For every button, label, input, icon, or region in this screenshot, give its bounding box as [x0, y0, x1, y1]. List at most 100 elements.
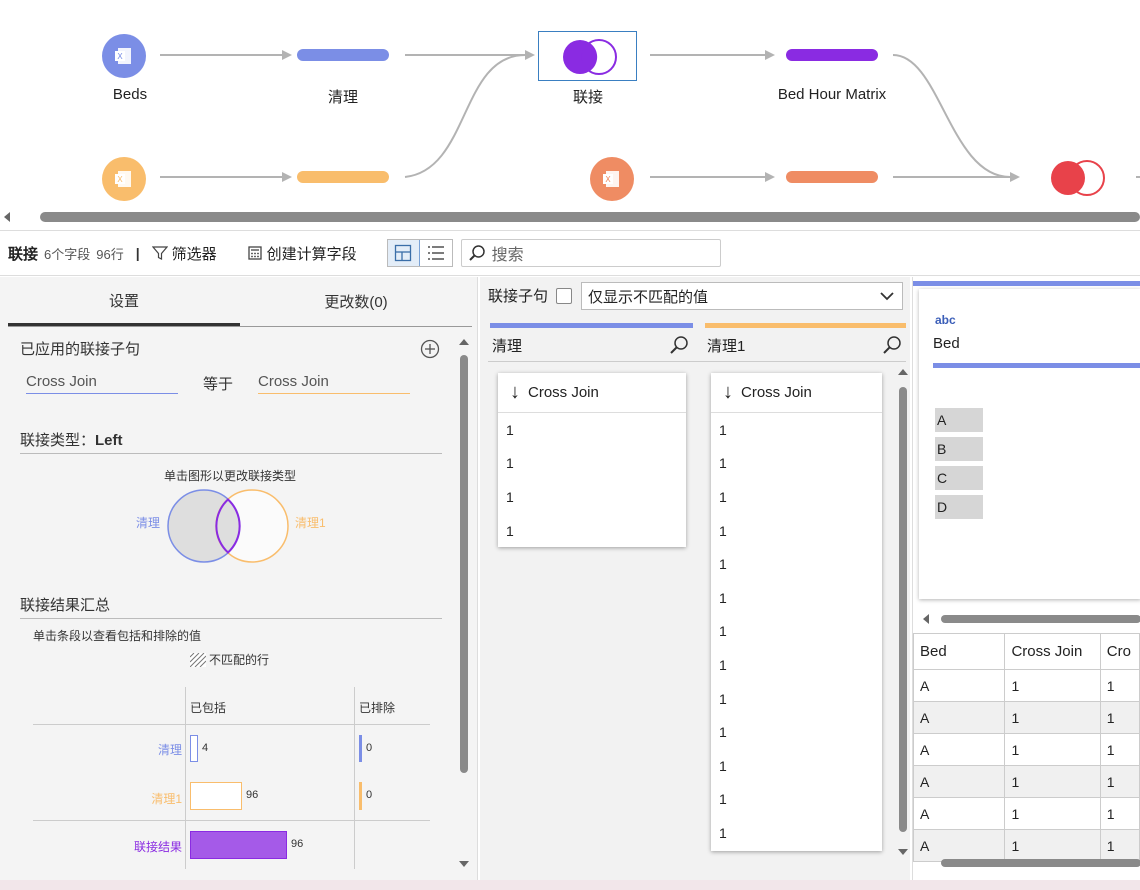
excluded-bar[interactable]	[359, 735, 362, 762]
value-row[interactable]: 1	[506, 455, 514, 472]
scroll-down-arrow[interactable]	[459, 861, 469, 867]
table-cell[interactable]: A	[912, 765, 1006, 798]
scroll-thumb[interactable]	[460, 355, 468, 773]
join-node-red[interactable]	[1048, 158, 1110, 201]
table-cell[interactable]: A	[912, 829, 1006, 862]
value-row[interactable]: 1	[719, 757, 727, 774]
excel-source-icon[interactable]: X	[102, 157, 146, 201]
clean-step-node[interactable]	[297, 49, 389, 61]
scroll-up-arrow[interactable]	[898, 369, 908, 375]
table-cell[interactable]: A	[912, 701, 1006, 734]
value-row[interactable]: 1	[719, 589, 727, 606]
table-cell[interactable]: A	[912, 797, 1006, 830]
unmatched-values-dropdown[interactable]: 仅显示不匹配的值	[581, 282, 903, 310]
venn-diagram[interactable]	[164, 487, 294, 565]
search-input[interactable]: 搜索	[460, 239, 721, 267]
right-field-card[interactable]: ↓ Cross Join 1 1 1 1 1 1 1 1 1 1 1 1 1	[711, 373, 882, 851]
included-bar[interactable]	[190, 735, 198, 762]
matrix-step-node[interactable]	[786, 49, 878, 61]
included-bar[interactable]	[190, 782, 242, 810]
excel-source-icon[interactable]: X	[590, 157, 634, 201]
value-row[interactable]: 1	[719, 556, 727, 573]
add-clause-icon[interactable]	[420, 339, 440, 359]
flow-scroll-left-arrow[interactable]	[4, 212, 10, 222]
table-cell[interactable]: 1	[1099, 733, 1140, 766]
profile-card-bed[interactable]: abc Bed A B C D	[919, 289, 1140, 599]
value-row[interactable]: 1	[506, 522, 514, 539]
left-field-card[interactable]: ↓ Cross Join 1 1 1 1	[498, 373, 686, 547]
value-row[interactable]: 1	[719, 791, 727, 808]
flow-canvas[interactable]: X Beds 清理 联接 Bed Hour Matrix X X	[0, 0, 1140, 228]
value-chip[interactable]: A	[935, 408, 983, 432]
table-cell[interactable]: 1	[1099, 669, 1140, 702]
value-chip[interactable]: C	[935, 466, 983, 490]
value-row[interactable]: 1	[719, 724, 727, 741]
clean1-step-node[interactable]	[297, 171, 389, 183]
value-row[interactable]: 1	[719, 455, 727, 472]
value-row[interactable]: 1	[719, 522, 727, 539]
value-row[interactable]: 1	[506, 421, 514, 438]
table-cell[interactable]: 1	[1004, 797, 1101, 830]
value-row[interactable]: 1	[719, 690, 727, 707]
values-vertical-scrollbar[interactable]	[898, 367, 908, 857]
right-clause-field[interactable]: Cross Join	[258, 373, 410, 394]
excluded-bar[interactable]	[359, 782, 362, 810]
table-cell[interactable]: 1	[1099, 797, 1140, 830]
equals-operator[interactable]: 等于	[203, 376, 234, 393]
join-result-bar[interactable]	[190, 831, 287, 859]
profile-view-button[interactable]	[387, 240, 420, 266]
profile-horizontal-scrollbar[interactable]	[923, 614, 1140, 624]
column-header[interactable]: Cro	[1099, 633, 1140, 670]
column-header[interactable]: Bed	[912, 633, 1006, 670]
table-cell[interactable]: A	[912, 669, 1006, 702]
scroll-left-arrow[interactable]	[923, 614, 929, 624]
scroll-thumb[interactable]	[899, 387, 907, 832]
table-cell[interactable]: 1	[1004, 765, 1101, 798]
table-cell[interactable]: 1	[1004, 669, 1101, 702]
left-clause-field[interactable]: Cross Join	[26, 373, 178, 394]
settings-vertical-scrollbar[interactable]	[459, 337, 469, 877]
grid-horizontal-scrollbar[interactable]	[941, 859, 1140, 867]
left-field-header[interactable]: ↓ Cross Join	[498, 373, 686, 413]
value-row[interactable]: 1	[719, 656, 727, 673]
value-row[interactable]: 1	[719, 623, 727, 640]
right-field-header[interactable]: ↓ Cross Join	[711, 373, 882, 413]
excel-source-icon[interactable]: X	[102, 34, 146, 78]
list-view-button[interactable]	[420, 240, 452, 266]
value-row[interactable]: 1	[719, 488, 727, 505]
salmon-step-node[interactable]	[786, 171, 878, 183]
filter-button[interactable]: 筛选器	[151, 243, 217, 264]
string-type-badge[interactable]: abc	[935, 313, 956, 327]
sort-arrow-icon: ↓	[510, 381, 520, 403]
flow-horizontal-scrollbar[interactable]	[40, 212, 1140, 222]
create-calc-field-button[interactable]: 创建计算字段	[247, 243, 357, 264]
search-icon[interactable]	[669, 335, 689, 355]
table-cell[interactable]: A	[912, 733, 1006, 766]
scroll-up-arrow[interactable]	[459, 339, 469, 345]
value-chip[interactable]: B	[935, 437, 983, 461]
column-header[interactable]: Cross Join	[1004, 633, 1101, 670]
search-icon[interactable]	[882, 335, 902, 355]
table-cell[interactable]: 1	[1099, 701, 1140, 734]
value-row[interactable]: 1	[719, 824, 727, 841]
scroll-thumb[interactable]	[941, 615, 1140, 623]
tab-changes[interactable]: 更改数(0)	[324, 294, 388, 311]
value-row[interactable]: 1	[719, 421, 727, 438]
table-cell[interactable]: 1	[1004, 733, 1101, 766]
join-node-selected[interactable]	[538, 31, 637, 81]
table-cell[interactable]: 1	[1099, 765, 1140, 798]
unmatched-only-checkbox[interactable]	[556, 287, 573, 304]
table-cell[interactable]: 1	[1099, 829, 1140, 862]
scroll-down-arrow[interactable]	[898, 849, 908, 855]
table-cell[interactable]: 1	[1004, 829, 1101, 862]
tab-settings[interactable]: 设置	[8, 277, 240, 326]
value-row[interactable]: 1	[506, 488, 514, 505]
table-cell[interactable]: 1	[1004, 701, 1101, 734]
value-chip[interactable]: D	[935, 495, 983, 519]
